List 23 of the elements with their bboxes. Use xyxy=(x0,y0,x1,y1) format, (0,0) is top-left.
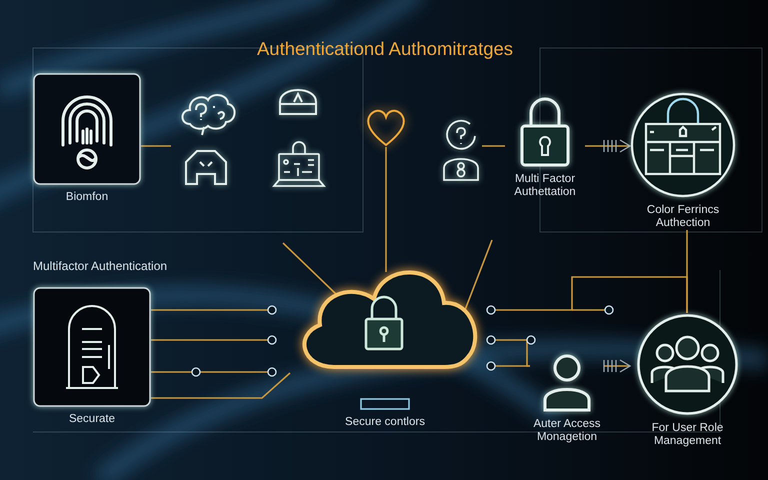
connector-line xyxy=(585,139,631,153)
node-label: Biomfon xyxy=(64,191,110,204)
connector-line xyxy=(385,147,387,272)
node-label: Multi Factor Authettation xyxy=(513,173,577,199)
connector-line xyxy=(486,335,530,367)
node-label: Secure contlors xyxy=(344,416,426,429)
connector-line xyxy=(464,240,493,310)
diagram-title: Authenticationd Authomitratges xyxy=(256,38,514,60)
node-label: Auter Access Monagetion xyxy=(532,418,602,444)
connector-line xyxy=(151,305,277,315)
connector-line xyxy=(141,145,171,147)
connector-line xyxy=(482,145,505,147)
connector-line xyxy=(486,276,688,315)
node-label: Color Ferrincs Authection xyxy=(646,204,720,230)
node-label: Securate xyxy=(68,413,116,426)
connector-line xyxy=(686,230,688,313)
node-label: For User Role Management xyxy=(650,422,724,448)
connector-line xyxy=(151,367,277,377)
connector-line xyxy=(282,242,338,296)
connector-line xyxy=(151,372,291,399)
connector-line xyxy=(603,359,631,373)
connector-line xyxy=(151,335,277,345)
section-heading: Multifactor Authentication xyxy=(33,259,168,273)
